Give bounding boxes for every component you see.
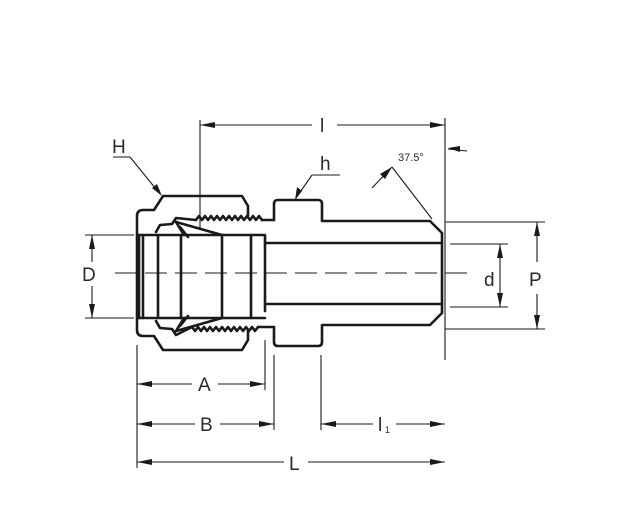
nut-thread-top (194, 214, 276, 222)
label-h: h (320, 154, 331, 175)
label-angle: 37.5° (398, 152, 424, 164)
dim-d: d (445, 243, 508, 308)
dim-B: B (137, 415, 274, 436)
body-outline (272, 198, 444, 348)
dim-D: D (82, 234, 134, 319)
dim-L: L (137, 454, 445, 475)
nut-outline (135, 194, 250, 352)
label-d: d (484, 270, 495, 291)
ferrules (137, 216, 267, 337)
leader-h: h (295, 154, 340, 200)
leader-H: H (112, 137, 162, 196)
label-L: L (289, 454, 300, 475)
nut-thread-bottom (190, 325, 276, 333)
dim-angle: 37.5° (371, 146, 468, 220)
dim-A: A (137, 375, 265, 396)
dim-P: P (445, 221, 545, 330)
label-B: B (200, 415, 213, 436)
label-l: l (320, 116, 324, 137)
label-l1-subscript: 1 (385, 425, 390, 435)
label-P: P (529, 270, 542, 291)
label-A: A (198, 375, 211, 396)
extension-lines-bottom (136, 340, 322, 468)
label-H: H (112, 137, 126, 158)
label-D: D (82, 265, 96, 286)
dim-l-top: l (199, 116, 446, 360)
label-l1: l (378, 415, 382, 436)
dim-l1: l 1 (321, 415, 445, 436)
